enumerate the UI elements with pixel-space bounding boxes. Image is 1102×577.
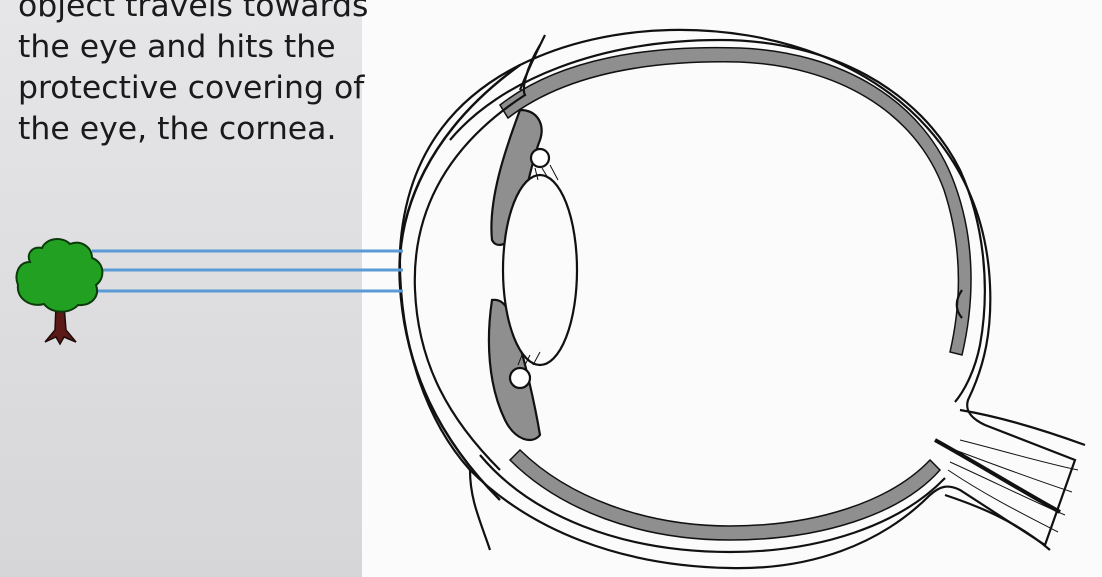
ciliary-body-top	[531, 149, 549, 167]
ciliary-body-bottom	[510, 368, 530, 388]
central-artery	[935, 440, 1060, 512]
light-rays	[92, 251, 403, 291]
optic-nerve-outline-bottom	[945, 495, 1050, 550]
tree-icon	[17, 239, 103, 344]
choroid-band-bottom	[510, 450, 940, 540]
lid-outer-bottom	[470, 470, 490, 550]
eye-cross-section-icon	[400, 30, 1085, 568]
lens	[503, 175, 577, 365]
tree-foliage	[17, 239, 103, 312]
